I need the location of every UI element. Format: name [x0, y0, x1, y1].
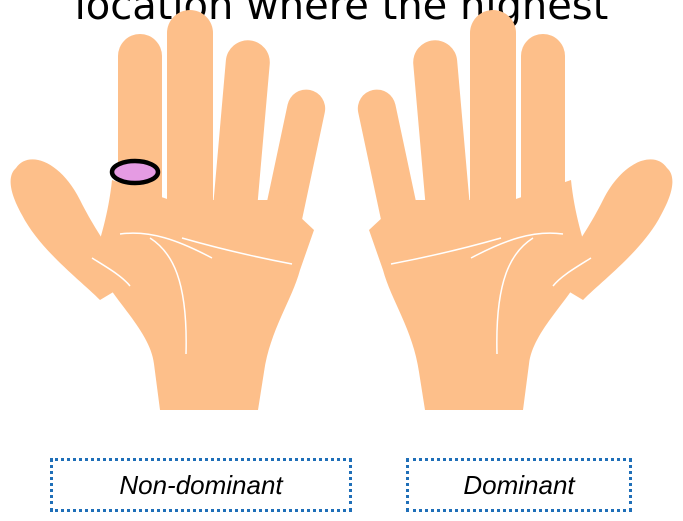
right-hand-palm — [369, 180, 589, 410]
left-hand-middle-finger — [167, 10, 213, 230]
marker-ellipse — [112, 161, 158, 183]
right-hand-middle-finger — [470, 10, 516, 230]
dominant-label: Dominant — [406, 458, 632, 512]
dominant-hand — [354, 10, 672, 410]
non-dominant-hand — [11, 10, 329, 410]
non-dominant-label: Non-dominant — [50, 458, 352, 512]
left-hand-palm — [94, 180, 314, 410]
